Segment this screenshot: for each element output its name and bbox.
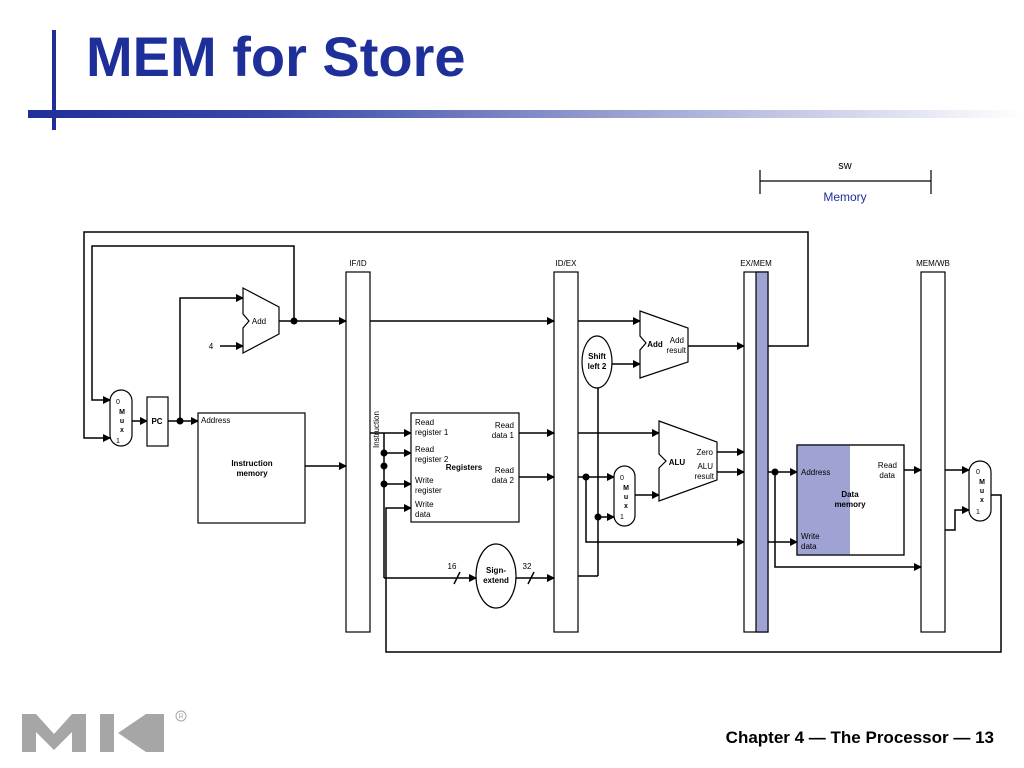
- alu-zero: Zero: [697, 448, 714, 457]
- title-underline: [28, 110, 1024, 118]
- rf-read-reg2-a: Read: [415, 445, 434, 454]
- dmem-read-b: data: [879, 471, 895, 480]
- alu: [658, 420, 718, 502]
- ex-mem-label: EX/MEM: [740, 259, 772, 268]
- pc-adder-label: Add: [252, 317, 266, 326]
- dmem-name-a: Data: [841, 490, 859, 499]
- sign-extend: [475, 543, 517, 609]
- slide-title: MEM for Store: [86, 25, 466, 88]
- sign-extend-a: Sign-: [486, 566, 506, 575]
- slide-footer: Chapter 4 — The Processor — 13: [725, 728, 994, 747]
- dmem-write-a: Write: [801, 532, 820, 541]
- alu-result-b: result: [694, 472, 714, 481]
- rf-read-data1-b: data 1: [492, 431, 515, 440]
- pc-mux-u: u: [120, 418, 124, 425]
- shift-left-2: [581, 335, 613, 389]
- rf-write-data-a: Write: [415, 500, 434, 509]
- pc-mux-input0: 0: [116, 399, 120, 406]
- ex-mem-highlight: [755, 271, 769, 633]
- register-file: [410, 412, 520, 523]
- rf-name: Registers: [446, 463, 483, 472]
- pc-mux-input1: 1: [116, 438, 120, 445]
- mk-logo-icon: R: [22, 710, 187, 752]
- branch-adder-result-a: Add: [670, 336, 684, 345]
- pc-register: [146, 396, 169, 447]
- wire-junctions: [176, 317, 779, 521]
- alu-result-a: ALU: [697, 462, 713, 471]
- rf-read-data1-a: Read: [495, 421, 514, 430]
- rf-write-data-b: data: [415, 510, 431, 519]
- shift-left-a: Shift: [588, 352, 606, 361]
- wb-mux-input0: 0: [976, 469, 980, 476]
- rf-write-reg-b: register: [415, 486, 442, 495]
- rf-write-reg-a: Write: [415, 476, 434, 485]
- branch-adder: [639, 310, 689, 379]
- alu-mux-input1: 1: [620, 514, 624, 521]
- alu-mux: [613, 465, 636, 527]
- wb-mux-u: u: [980, 488, 984, 495]
- dmem-address: Address: [801, 468, 830, 477]
- sign-extend-in-width: 16: [448, 562, 457, 571]
- rf-read-reg1-a: Read: [415, 418, 434, 427]
- stage-instruction: sw: [838, 160, 852, 172]
- stage-bracket: [759, 170, 932, 194]
- pc-mux-x: x: [120, 427, 124, 434]
- imem-name-1: Instruction: [231, 459, 272, 468]
- rf-read-data2-b: data 2: [492, 476, 515, 485]
- rf-read-data2-a: Read: [495, 466, 514, 475]
- dmem-write-b: data: [801, 542, 817, 551]
- branch-adder-result-b: result: [666, 346, 686, 355]
- instruction-memory: [197, 412, 306, 524]
- svg-text:R: R: [178, 714, 183, 721]
- if-id-register: [345, 271, 371, 633]
- wb-mux-input1: 1: [976, 509, 980, 516]
- branch-adder-label: Add: [647, 340, 663, 349]
- dmem-name-b: memory: [834, 500, 866, 509]
- imem-address: Address: [201, 416, 230, 425]
- wb-mux-m: M: [979, 479, 985, 486]
- mem-wb-register: [920, 271, 946, 633]
- pc-adder: [242, 287, 280, 354]
- title-accent-bar: [52, 30, 56, 130]
- stage-name: Memory: [823, 190, 866, 204]
- pc-mux-m: M: [119, 409, 125, 416]
- alu-mux-x: x: [624, 503, 628, 510]
- mem-wb-label: MEM/WB: [916, 259, 950, 268]
- alu-mux-u: u: [624, 494, 628, 501]
- rf-read-reg1-b: register 1: [415, 428, 449, 437]
- const-four: 4: [209, 342, 214, 351]
- data-memory-highlight: [797, 445, 850, 555]
- shift-left-b: left 2: [588, 362, 607, 371]
- alu-label: ALU: [669, 458, 686, 467]
- alu-mux-input0: 0: [620, 475, 624, 482]
- pc-mux: [109, 389, 133, 447]
- id-ex-label: ID/EX: [556, 259, 578, 268]
- sign-extend-b: extend: [483, 576, 509, 585]
- instruction-vertical-label: Instruction: [372, 411, 381, 448]
- dmem-read-a: Read: [878, 461, 897, 470]
- pc-label: PC: [151, 417, 162, 426]
- data-memory-border: [796, 444, 905, 556]
- rf-read-reg2-b: register 2: [415, 455, 449, 464]
- datapath-wires: [83, 231, 1002, 653]
- if-id-label: IF/ID: [349, 259, 367, 268]
- imem-name-2: memory: [236, 469, 268, 478]
- sign-extend-out-width: 32: [523, 562, 532, 571]
- wb-mux-x: x: [980, 497, 984, 504]
- writeback-mux: [968, 460, 992, 522]
- alu-mux-m: M: [623, 485, 629, 492]
- id-ex-register: [553, 271, 579, 633]
